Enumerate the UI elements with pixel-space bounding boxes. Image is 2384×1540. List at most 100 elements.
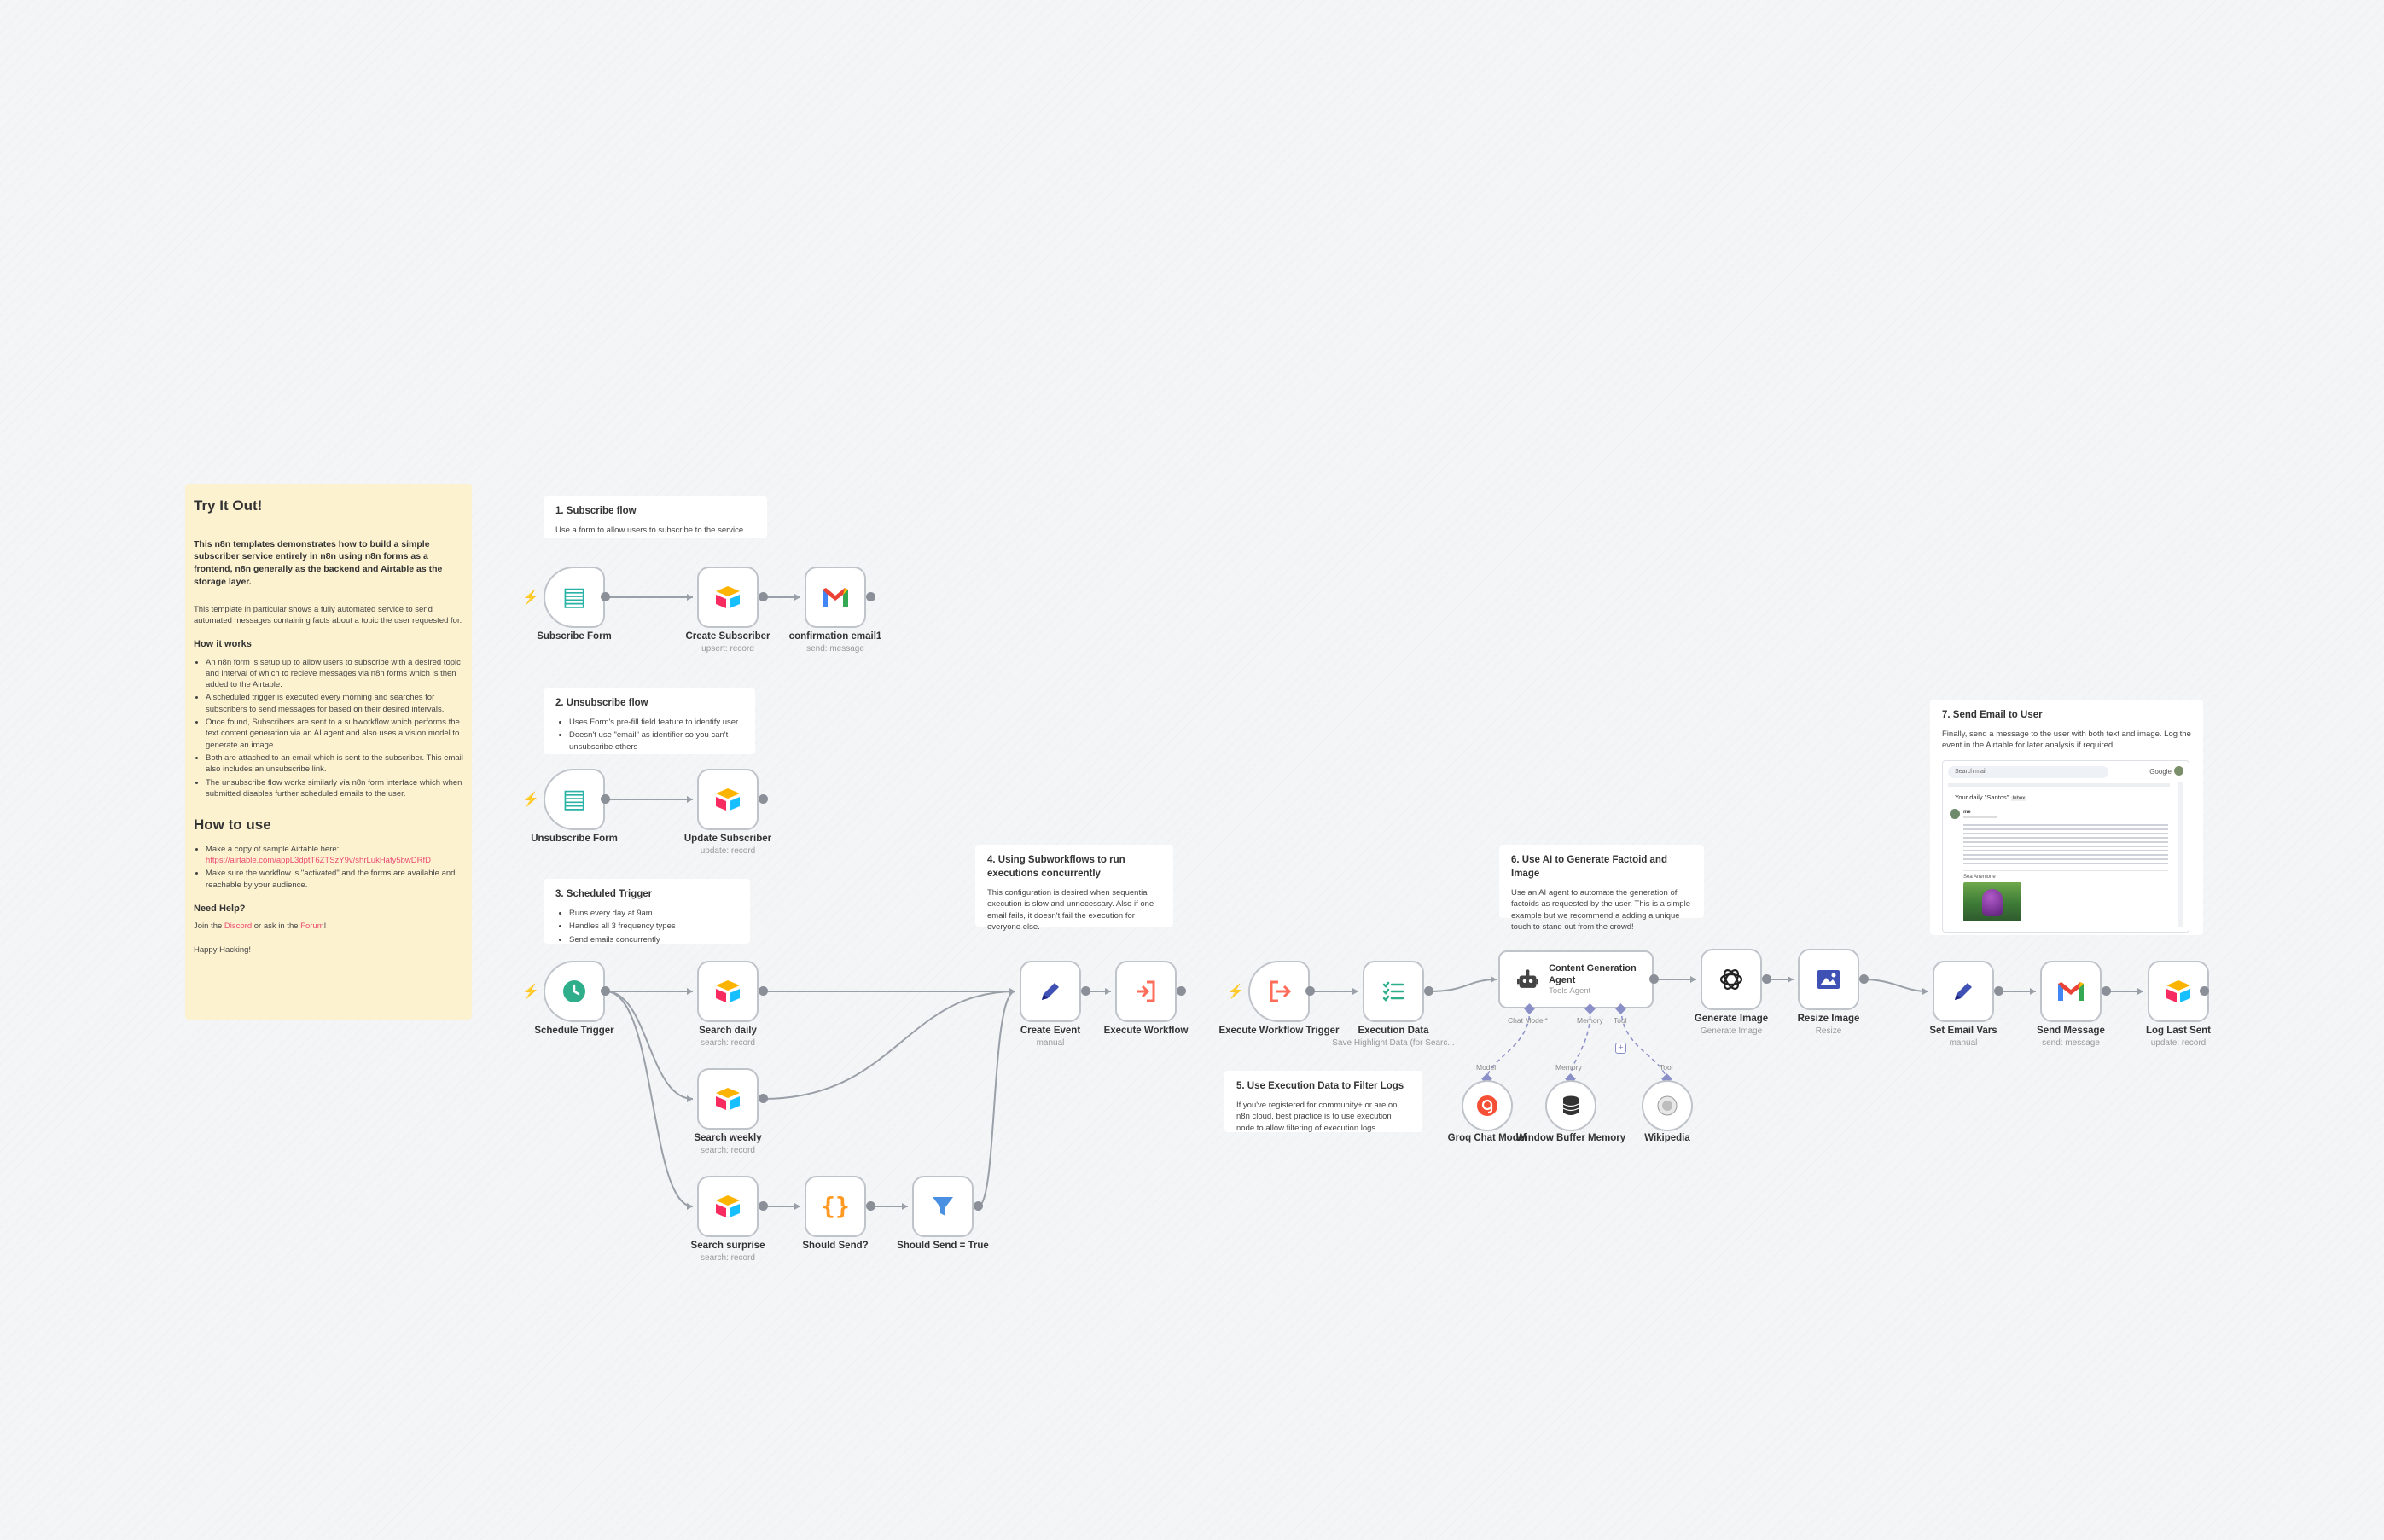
- avatar: [2174, 765, 2183, 776]
- node-log-last-sent[interactable]: [2148, 961, 2209, 1022]
- email-attachment-label: Sea Anemone: [1963, 874, 1996, 880]
- output-port[interactable]: [759, 592, 768, 601]
- clock-icon: [563, 980, 585, 1002]
- node-set-email-vars[interactable]: [1933, 961, 1994, 1022]
- note-title: 3. Scheduled Trigger: [555, 889, 653, 899]
- groq-icon: [1477, 1095, 1497, 1116]
- node-should-send-true[interactable]: [912, 1176, 974, 1237]
- sticky-note-execution-data[interactable]: 5. Use Execution Data to Filter Logs If …: [1224, 1071, 1422, 1133]
- node-label: Subscribe Form: [537, 631, 612, 642]
- output-port[interactable]: [601, 986, 610, 996]
- list-item: The unsubscribe flow works similarly via…: [206, 777, 463, 800]
- note-title: 7. Send Email to User: [1942, 710, 2043, 720]
- sticky-note-ai-generate[interactable]: 6. Use AI to Generate Factoid and Image …: [1499, 845, 1704, 932]
- node-confirmation-email[interactable]: [805, 567, 866, 628]
- edge-resize-set: [1863, 979, 1929, 992]
- node-search-daily[interactable]: [697, 961, 759, 1022]
- port-label: Tool: [1614, 1016, 1627, 1025]
- port-label: Memory: [1577, 1016, 1603, 1025]
- node-subtitle: Tools Agent: [1549, 986, 1591, 997]
- forum-link[interactable]: Forum: [300, 921, 324, 932]
- pencil-icon: [1042, 983, 1059, 1000]
- output-port[interactable]: [866, 592, 875, 601]
- email-scrollbar[interactable]: [2178, 781, 2183, 927]
- node-subscribe-form[interactable]: ▤: [544, 567, 605, 628]
- node-unsubscribe-form[interactable]: ▤: [544, 769, 605, 830]
- pencil-icon: [1955, 983, 1972, 1000]
- node-groq-chat-model[interactable]: [1462, 1080, 1513, 1131]
- wikipedia-icon: [1657, 1095, 1678, 1116]
- output-port[interactable]: [601, 794, 610, 804]
- output-port[interactable]: [759, 1094, 768, 1103]
- output-port[interactable]: [759, 1201, 768, 1211]
- trigger-bolt-icon: ⚡: [522, 793, 539, 807]
- output-port[interactable]: [1177, 986, 1186, 996]
- node-label: Set Email Vars: [1929, 1026, 1997, 1036]
- node-window-buffer-memory[interactable]: [1545, 1080, 1596, 1131]
- node-generate-image[interactable]: [1701, 949, 1762, 1010]
- node-should-send[interactable]: {}: [805, 1176, 866, 1237]
- output-port[interactable]: [2102, 986, 2111, 996]
- output-port[interactable]: [1994, 986, 2003, 996]
- sticky-note-send-email[interactable]: 7. Send Email to User Finally, send a me…: [1930, 700, 2203, 935]
- node-search-surprise[interactable]: [697, 1176, 759, 1237]
- sticky-note-subscribe-flow[interactable]: 1. Subscribe flow Use a form to allow us…: [544, 496, 767, 538]
- add-tool-button[interactable]: +: [1615, 1043, 1626, 1054]
- form-icon: ▤: [561, 785, 587, 813]
- airtable-link[interactable]: https://airtable.com/appL3dptT6ZTSzY9v/s…: [206, 856, 432, 866]
- form-icon: ▤: [561, 583, 587, 611]
- list-item: Doesn't use "email" as identifier so you…: [569, 729, 743, 753]
- node-execute-workflow-trigger[interactable]: [1248, 961, 1310, 1022]
- output-port[interactable]: [1762, 974, 1771, 984]
- node-send-message[interactable]: [2040, 961, 2102, 1022]
- execute-workflow-icon: [1137, 980, 1155, 1002]
- discord-link[interactable]: Discord: [224, 921, 253, 932]
- node-resize-image[interactable]: [1798, 949, 1859, 1010]
- help-text-pre: Join the: [194, 921, 224, 932]
- node-search-weekly[interactable]: [697, 1068, 759, 1130]
- output-port[interactable]: [601, 592, 610, 601]
- output-port[interactable]: [1859, 974, 1869, 984]
- sticky-note-scheduled-trigger[interactable]: 3. Scheduled Trigger Runs every day at 9…: [544, 879, 750, 944]
- node-subtitle: send: message: [806, 644, 864, 654]
- node-update-subscriber[interactable]: [697, 769, 759, 830]
- node-subtitle: Resize: [1815, 1026, 1842, 1036]
- email-preview-screenshot: Search mail Google Your daily "Santos" I…: [1942, 759, 2189, 933]
- gmail-icon: [823, 588, 848, 607]
- list-item: A scheduled trigger is executed every mo…: [206, 692, 463, 715]
- node-label: Groq Chat Model: [1447, 1133, 1527, 1143]
- help-text-mid: or ask in the: [252, 921, 301, 932]
- robot-icon: [1517, 969, 1539, 988]
- node-create-event[interactable]: [1020, 961, 1081, 1022]
- output-port[interactable]: [974, 1201, 983, 1211]
- output-port[interactable]: [759, 986, 768, 996]
- port-label: Tool: [1660, 1063, 1673, 1072]
- node-execution-data[interactable]: [1363, 961, 1424, 1022]
- edge-sched-weekly: [605, 991, 694, 1100]
- node-label: Schedule Trigger: [534, 1026, 614, 1036]
- sender-avatar: [1950, 808, 1960, 819]
- output-port[interactable]: [866, 1201, 875, 1211]
- note-title: Try It Out!: [194, 497, 263, 514]
- node-subtitle: upsert: record: [701, 644, 754, 654]
- node-create-subscriber[interactable]: [697, 567, 759, 628]
- sticky-note-try-it-out[interactable]: Try It Out! This n8n templates demonstra…: [185, 484, 472, 1020]
- node-content-generation-agent[interactable]: Content Generation Agent Tools Agent: [1498, 950, 1654, 1008]
- port-label: Model: [1476, 1063, 1497, 1072]
- node-wikipedia[interactable]: [1642, 1080, 1693, 1131]
- node-subtitle: search: record: [701, 1038, 755, 1048]
- note-title: 1. Subscribe flow: [555, 506, 637, 516]
- output-port[interactable]: [2200, 986, 2209, 996]
- output-port[interactable]: [1649, 974, 1659, 984]
- node-schedule-trigger[interactable]: [544, 961, 605, 1022]
- sticky-note-subworkflows[interactable]: 4. Using Subworkflows to run executions …: [975, 845, 1173, 932]
- sticky-note-unsubscribe-flow[interactable]: 2. Unsubscribe flow Uses Form's pre-fill…: [544, 688, 755, 754]
- output-port[interactable]: [1081, 986, 1090, 996]
- output-port[interactable]: [759, 794, 768, 804]
- output-port[interactable]: [1305, 986, 1315, 996]
- output-port[interactable]: [1424, 986, 1433, 996]
- node-execute-workflow[interactable]: [1115, 961, 1177, 1022]
- node-label: Wikipedia: [1644, 1133, 1690, 1143]
- list-item: An n8n form is setup up to allow users t…: [206, 657, 463, 691]
